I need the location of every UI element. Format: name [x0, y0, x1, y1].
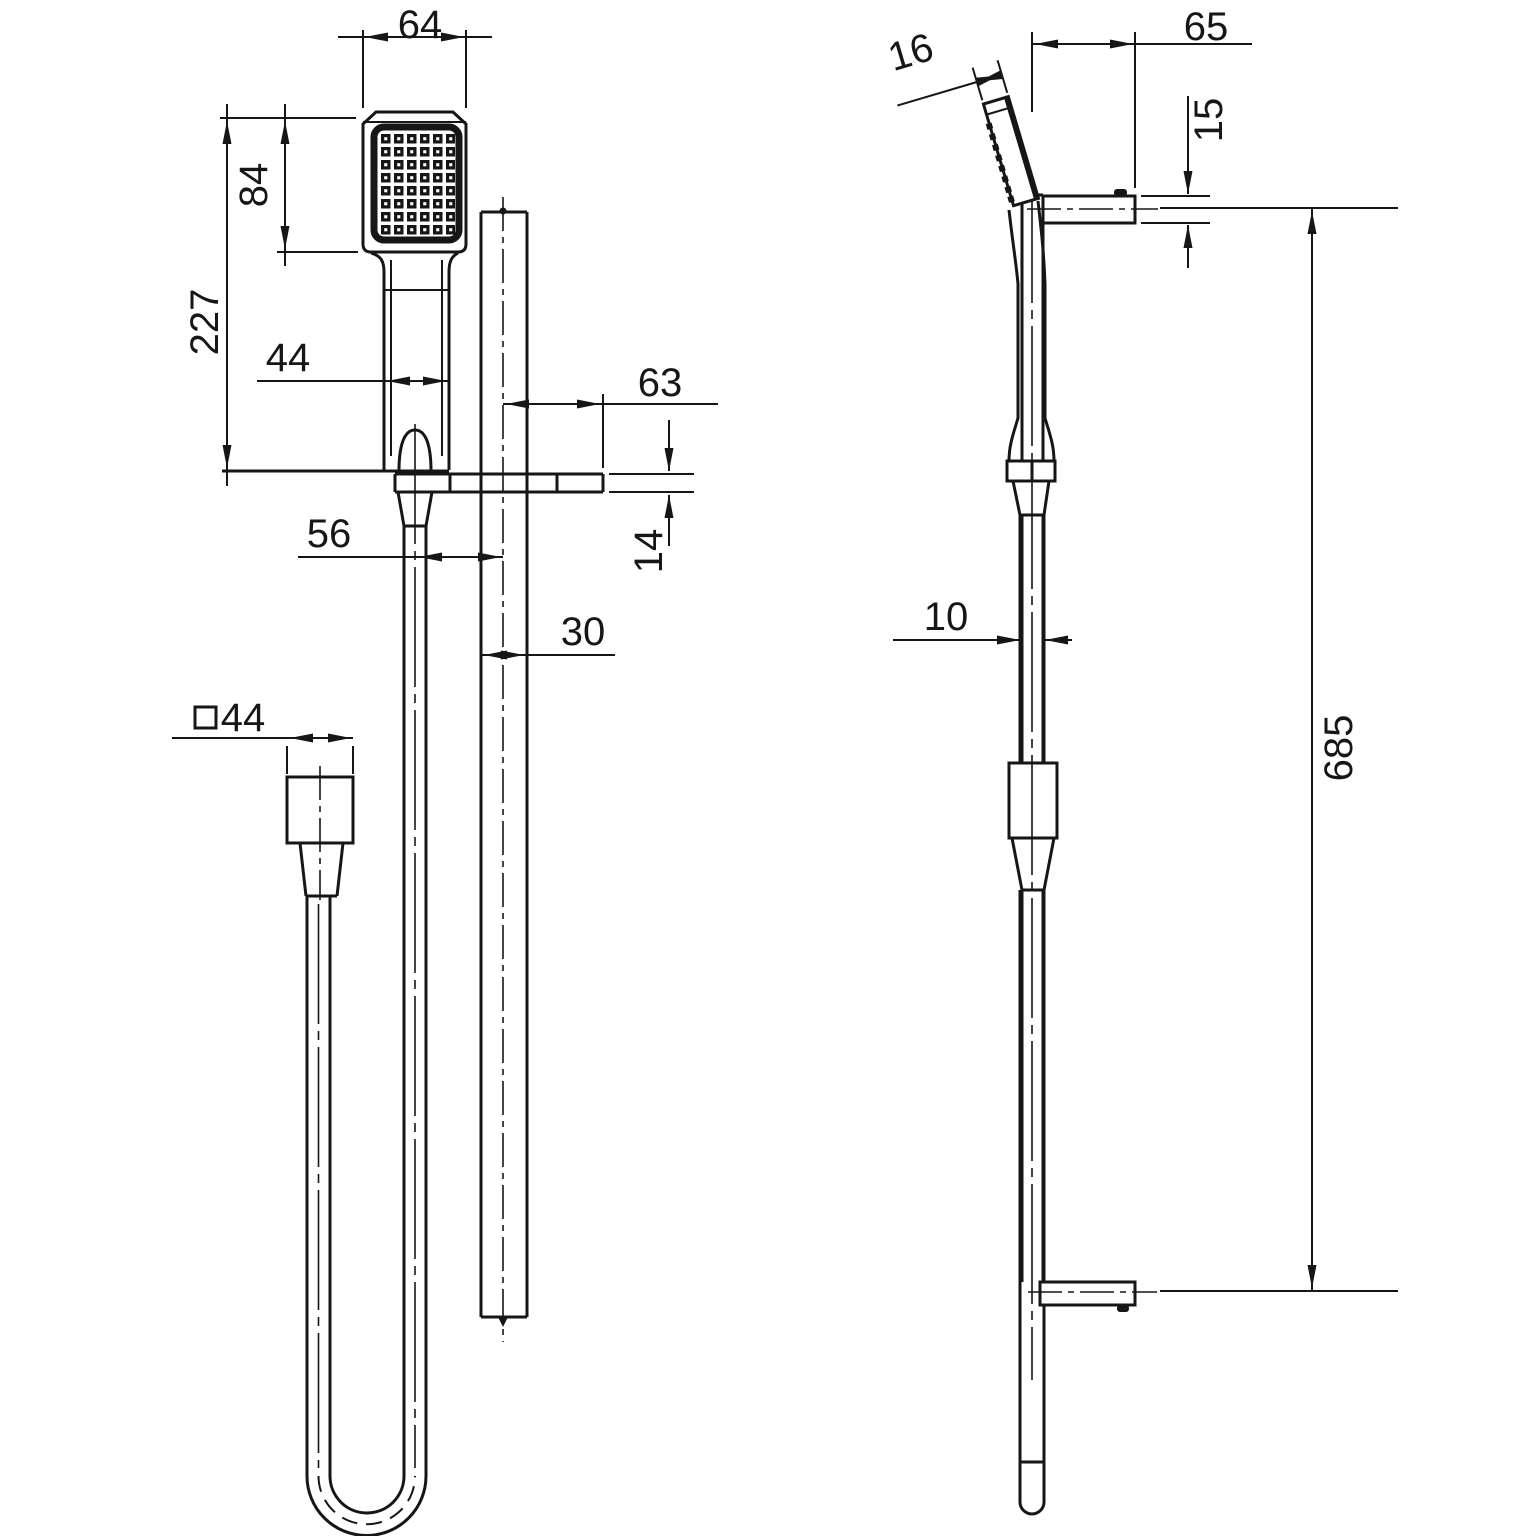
wall-elbow-front	[285, 766, 355, 900]
bracket-screw-top	[1114, 189, 1127, 196]
dim-value-head-width: 64	[398, 3, 443, 47]
dim-value-rail-width: 30	[561, 610, 606, 654]
bottom-wall-bracket-side	[1038, 1280, 1137, 1312]
top-wall-bracket-side	[1041, 189, 1137, 225]
hose-u-bend-inner	[328, 1475, 406, 1515]
dim-value-handset-depth: 16	[883, 25, 938, 80]
rail-bottom-mark	[498, 1317, 508, 1327]
dimension-hose-to-rail-center: 56	[298, 512, 503, 562]
dim-value-handle-width: 44	[266, 336, 311, 380]
dimension-head-width: 64	[338, 3, 492, 108]
nozzle-grid	[381, 134, 455, 235]
hose-u-bend-centerline	[317, 1475, 416, 1526]
slide-rail-front	[479, 197, 529, 1342]
dimension-bracket-thickness: 14	[609, 420, 694, 573]
dim-value-rail-to-bracket-end: 63	[638, 361, 683, 405]
dim-value-hose-to-rail-center: 56	[307, 512, 352, 556]
dimension-rail-width: 30	[481, 610, 615, 660]
dimension-head-face-height: 84	[232, 104, 358, 266]
rail-top-mark	[499, 207, 507, 215]
dimension-handle-width: 44	[257, 336, 448, 386]
front-view: 64 84 227 44	[172, 3, 718, 1536]
dim-value-head-face-height: 84	[232, 163, 276, 208]
dimension-wall-elbow-width: 44	[172, 696, 354, 774]
wall-elbow-side	[1007, 761, 1059, 892]
dimension-handset-length: 227	[183, 104, 356, 486]
dim-value-wall-elbow-width: 44	[221, 696, 266, 740]
hose-u-bend-outer	[305, 1475, 428, 1536]
handset-front	[222, 110, 468, 473]
dim-value-rail-depth: 10	[924, 595, 969, 639]
side-view: 16 65 15 10	[883, 5, 1398, 1516]
dimension-bracket-arm-height: 15	[1141, 96, 1231, 268]
dim-value-handset-length: 227	[183, 289, 227, 356]
hose-end-cap	[1018, 1462, 1046, 1516]
dimension-rail-length: 685	[1160, 207, 1398, 1292]
slider-bracket-front	[393, 428, 605, 528]
dimension-rail-to-bracket-end: 63	[503, 361, 718, 468]
neck-right	[447, 251, 459, 273]
dim-value-wall-bracket-reach: 65	[1184, 5, 1229, 49]
handset-back-edge	[1004, 96, 1039, 200]
square-symbol	[193, 705, 218, 730]
handset-side: 16	[883, 25, 1041, 208]
dim-value-rail-length: 685	[1317, 715, 1361, 782]
dimension-wall-bracket-reach: 65	[1031, 5, 1252, 188]
handle-slider-block-side	[1005, 459, 1057, 517]
hose-front	[305, 424, 428, 1536]
dimension-rail-depth: 10	[893, 595, 1072, 645]
nozzle-dots-side	[985, 122, 1015, 203]
dim-value-bracket-thickness: 14	[627, 529, 671, 574]
neck-left	[370, 251, 386, 273]
handset-hose-side	[1007, 200, 1056, 1516]
shower-head-outline	[361, 110, 468, 254]
bracket-screw-bottom	[1117, 1305, 1129, 1312]
dim-value-bracket-arm-height: 15	[1187, 98, 1231, 143]
